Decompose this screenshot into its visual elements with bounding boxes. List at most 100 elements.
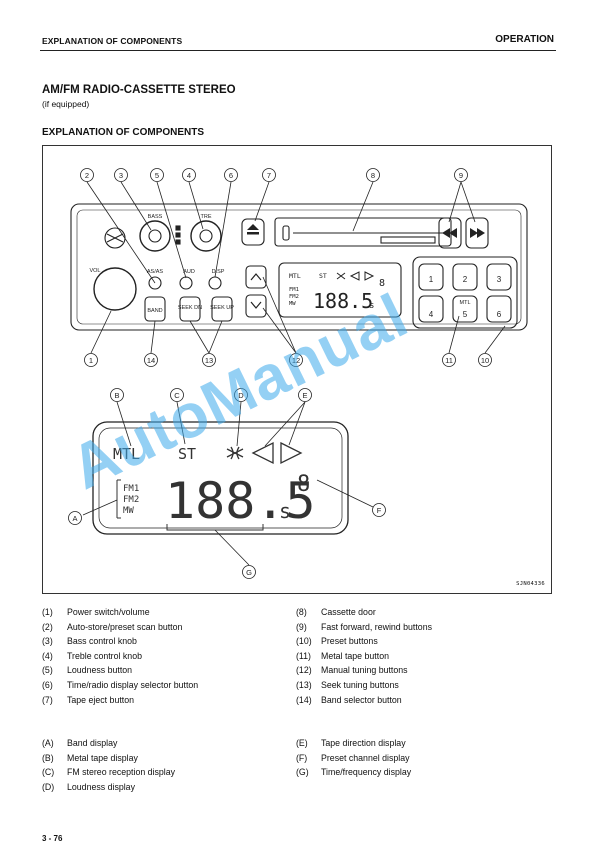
page-subtitle: (if equipped) [42, 99, 90, 109]
svg-text:8: 8 [371, 171, 375, 180]
legend-item: (D)Loudness display [42, 781, 135, 792]
legend-item: (B)Metal tape display [42, 752, 138, 763]
legend-item: (6)Time/radio display selector button [42, 679, 199, 690]
preset-key-5: 5 [463, 310, 468, 319]
small-band-fm1: FM1 [289, 287, 299, 293]
legend-item: (14)Band selector button [296, 694, 402, 705]
callout-1: 1 [84, 353, 98, 367]
radio-diagram: BASS TRE VOL AS/AS AUD DISP BAND SEEK DN… [68, 168, 528, 579]
callout-F: F [372, 503, 386, 517]
big-preset-digit: 8 [297, 472, 310, 497]
svg-text:6: 6 [229, 171, 233, 180]
svg-text:10: 10 [481, 356, 489, 365]
svg-text:12: 12 [292, 356, 300, 365]
legend-item: (F)Preset channel display [296, 752, 410, 763]
callout-2: 2 [80, 168, 94, 182]
legend-item: (E)Tape direction display [296, 738, 406, 748]
svg-text:7: 7 [267, 171, 271, 180]
svg-text:D: D [238, 391, 244, 400]
svg-text:1: 1 [89, 356, 93, 365]
preset-key-6: 6 [497, 310, 502, 319]
legend-item: (5)Loudness button [42, 665, 133, 676]
callout-6: 6 [224, 168, 238, 182]
legend-display-right: (E)Tape direction display (F)Preset chan… [296, 736, 411, 780]
svg-text:C: C [174, 391, 180, 400]
seek-up-label: SEEK UP [210, 305, 234, 311]
eject-icon [247, 224, 259, 230]
legend-item: (8)Cassette door [296, 607, 376, 617]
vol-label: VOL [89, 268, 100, 274]
callout-5: 5 [150, 168, 164, 182]
legend-item: (7)Tape eject button [42, 694, 135, 705]
rewind-icon [442, 228, 450, 238]
callout-B: B [110, 388, 124, 402]
legend-item: (2)Auto-store/preset scan button [42, 621, 183, 632]
svg-text:5: 5 [155, 171, 159, 180]
callout-11: 11 [442, 353, 456, 367]
small-frequency: 188.5 [313, 289, 373, 313]
tune-down-icon [250, 301, 262, 309]
legend-item: (C)FM stereo reception display [42, 767, 176, 778]
legend-item: (11)Metal tape button [296, 650, 389, 661]
header-rule [40, 50, 556, 52]
tune-up-icon [250, 273, 262, 281]
preset-key-labels: 1 2 3 4 5 6 [429, 275, 502, 319]
running-header-chapter: OPERATION [495, 34, 554, 45]
callout-10: 10 [478, 353, 492, 367]
svg-text:4: 4 [187, 171, 191, 180]
legend-item: (13)Seek tuning buttons [296, 679, 399, 690]
running-header-section: EXPLANATION OF COMPONENTS [42, 36, 183, 46]
page-title: AM/FM RADIO-CASSETTE STEREO [42, 84, 236, 96]
small-band-mw: MW [289, 301, 296, 307]
svg-text:F: F [377, 506, 382, 515]
big-frequency: 188.5 [165, 472, 316, 530]
small-loudness-icon [336, 272, 346, 280]
big-sub-digit: s [279, 499, 291, 523]
legend-item: (9)Fast forward, rewind buttons [296, 621, 432, 632]
big-band-fm2: FM2 [123, 495, 139, 505]
callout-3: 3 [114, 168, 128, 182]
legend-item: (A)Band display [42, 738, 118, 748]
callout-C: C [170, 388, 184, 402]
big-st-indicator: ST [178, 445, 196, 463]
svg-text:2: 2 [85, 171, 89, 180]
svg-text:11: 11 [445, 356, 453, 365]
legend-item: (10)Preset buttons [296, 636, 378, 647]
figure-code: SJN04336 [516, 581, 545, 587]
svg-text:13: 13 [205, 356, 213, 365]
band-label: BAND [147, 308, 162, 314]
button-glyphs [247, 224, 485, 309]
preset-key-1: 1 [429, 275, 434, 284]
legend-components-left: (1)Power switch/volume (2)Auto-store/pre… [42, 605, 198, 707]
radio-figure: BASS TRE VOL AS/AS AUD DISP BAND SEEK DN… [42, 145, 552, 594]
big-band-mw: MW [123, 506, 134, 516]
svg-text:A: A [72, 514, 77, 523]
page-number: 3 - 76 [42, 834, 63, 843]
callout-9: 9 [454, 168, 468, 182]
svg-text:E: E [302, 391, 307, 400]
svg-text:3: 3 [119, 171, 123, 180]
small-sub-digit: s [369, 301, 374, 311]
callout-G: G [242, 565, 256, 579]
legend-item: (G)Time/frequency display [296, 767, 412, 778]
callout-4: 4 [182, 168, 196, 182]
legend-item: (12)Manual tuning buttons [296, 665, 408, 676]
small-st-indicator: ST [319, 272, 327, 280]
treble-label: TRE [201, 214, 212, 220]
radio-unit [70, 203, 528, 331]
big-tape-right-icon [280, 441, 303, 465]
legend-item: (3)Bass control knob [42, 636, 137, 647]
svg-text:9: 9 [459, 171, 463, 180]
callout-group: 1 2 3 4 5 6 7 8 9 10 11 12 13 14 A B C D… [68, 168, 492, 579]
big-band-fm1: FM1 [123, 484, 139, 494]
callout-13: 13 [202, 353, 216, 367]
mtl-key-label: MTL [460, 300, 471, 306]
small-preset-digit: 8 [379, 278, 385, 289]
callout-7: 7 [262, 168, 276, 182]
preset-key-3: 3 [497, 275, 502, 284]
callout-E: E [298, 388, 312, 402]
section-title: EXPLANATION OF COMPONENTS [42, 127, 205, 138]
legend-item: (4)Treble control knob [42, 650, 142, 661]
leader-lines [82, 181, 506, 566]
small-band-fm2: FM2 [289, 294, 299, 300]
